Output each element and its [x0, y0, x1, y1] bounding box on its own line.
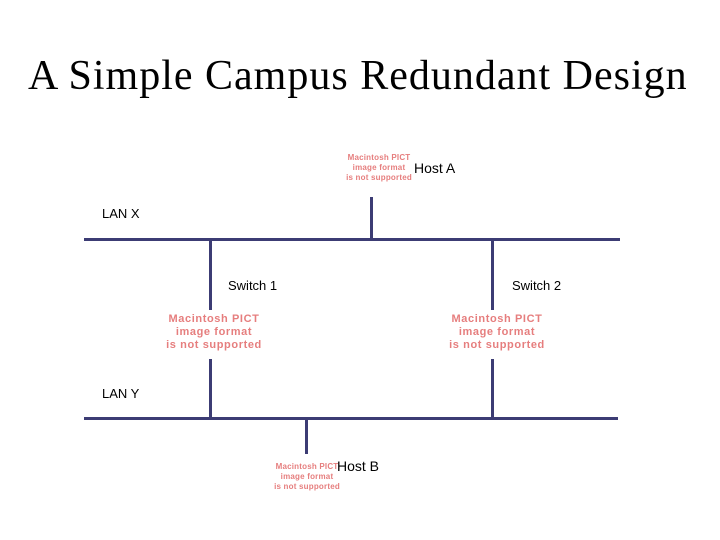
lan-x-bus-line — [84, 238, 620, 241]
host-a-connector-line — [370, 197, 373, 241]
lan-x-label: LAN X — [102, 206, 140, 221]
switch1-label: Switch 1 — [228, 278, 278, 293]
pict-text-line: image format — [458, 326, 536, 338]
pict-text-line: Macintosh PICT — [451, 313, 543, 325]
pict-text-line: image format — [352, 163, 406, 172]
pict-placeholder-switch2: Macintosh PICT image format is not suppo… — [429, 310, 565, 359]
host-a-label: Host A — [414, 160, 456, 176]
pict-placeholder-host-b: Macintosh PICT image format is not suppo… — [262, 460, 352, 499]
pict-text-line: Macintosh PICT — [347, 153, 411, 162]
pict-text-line: is not supported — [166, 339, 262, 351]
pict-text-line: image format — [280, 472, 334, 481]
host-b-connector-line — [305, 417, 308, 454]
pict-placeholder-host-a: Macintosh PICT image format is not suppo… — [334, 151, 424, 190]
pict-text-line: is not supported — [346, 173, 412, 182]
pict-text-line: Macintosh PICT — [168, 313, 260, 325]
pict-text-line: is not supported — [449, 339, 545, 351]
host-b-label: Host B — [337, 458, 380, 474]
slide-title: A Simple Campus Redundant Design — [28, 53, 688, 99]
pict-text-line: Macintosh PICT — [275, 462, 339, 471]
lan-y-label: LAN Y — [102, 386, 140, 401]
lan-y-bus-line — [84, 417, 618, 420]
pict-text-line: image format — [175, 326, 253, 338]
switch2-label: Switch 2 — [512, 278, 562, 293]
pict-placeholder-switch1: Macintosh PICT image format is not suppo… — [146, 310, 282, 359]
pict-text-line: is not supported — [274, 482, 340, 491]
